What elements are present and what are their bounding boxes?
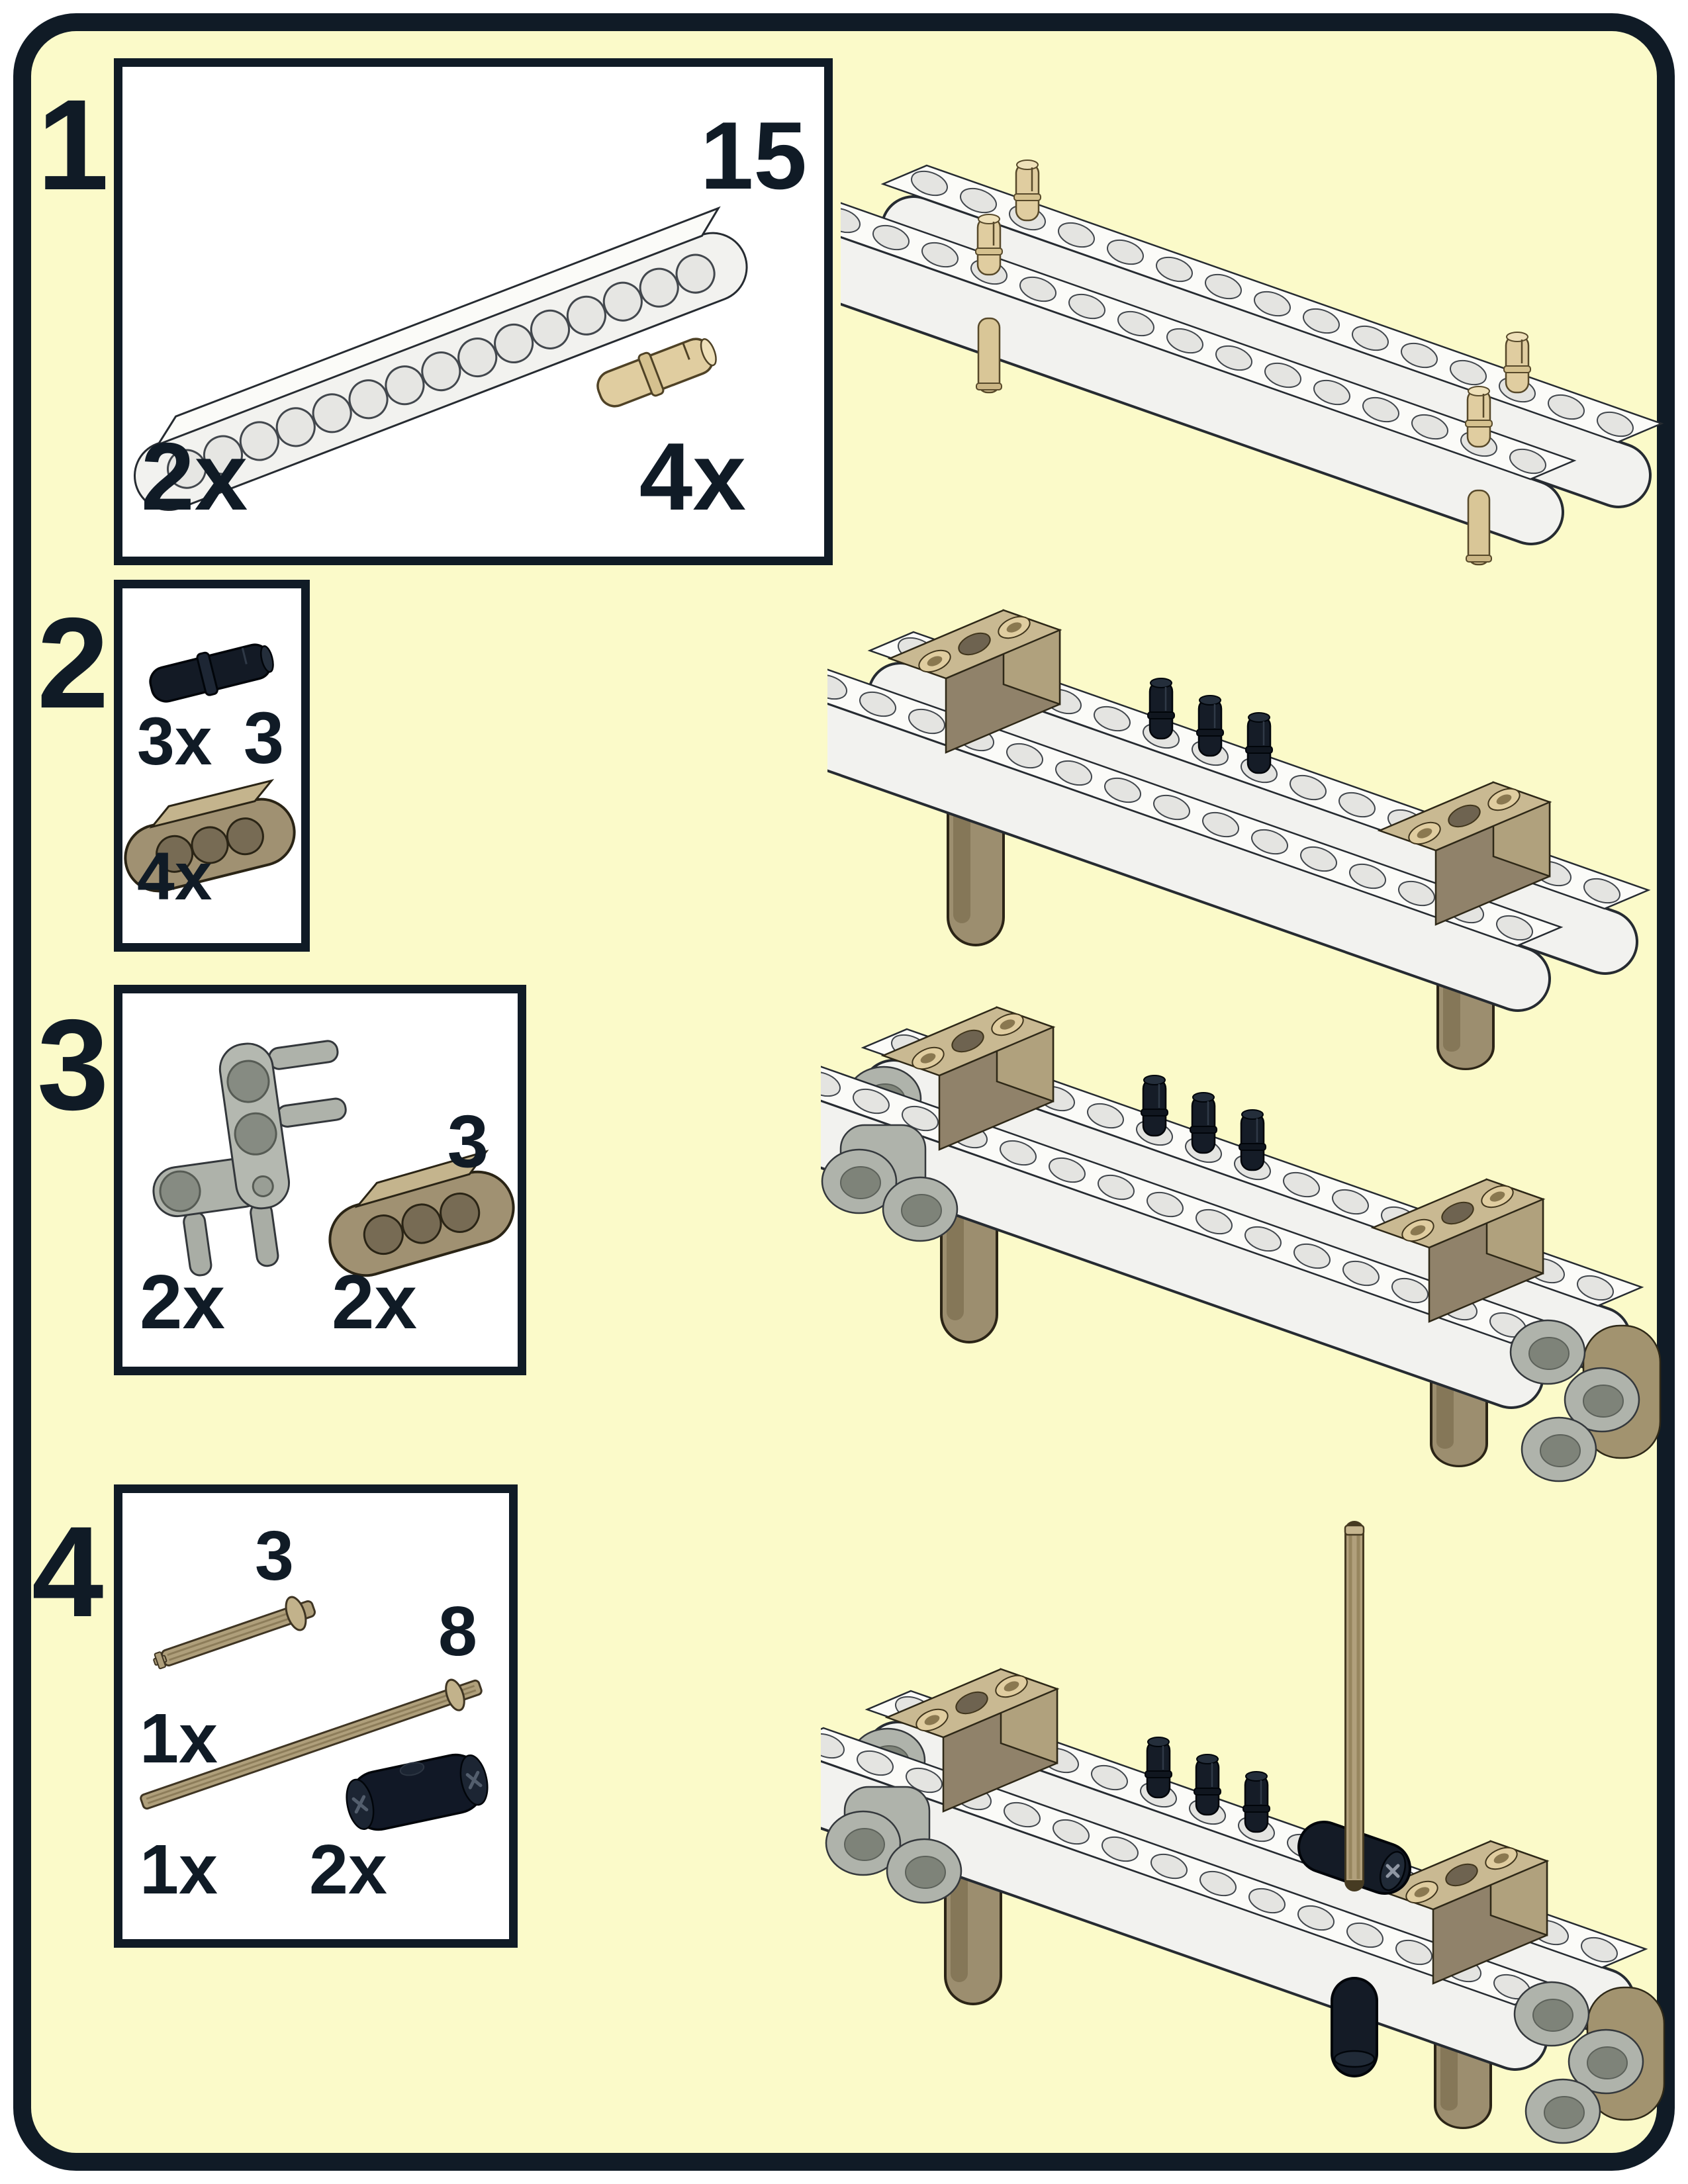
parts-box-step-3: 3 2x 2x <box>114 985 526 1375</box>
step-number-2: 2 <box>37 591 109 735</box>
axle-3-with-stop-illustration <box>153 1596 316 1670</box>
part-count-label: 2x <box>140 1259 226 1345</box>
dark-tan-beam-3-illustration <box>124 779 296 893</box>
axle-8-illustration <box>140 1678 483 1810</box>
part-length-label: 3 <box>243 698 284 779</box>
part-count-label: 3x <box>137 704 212 779</box>
gray-connector-illustration <box>152 1040 347 1277</box>
parts-box-step-1: 15 2x 4x <box>114 58 833 565</box>
dark-tan-beam-3-illustration <box>328 1150 515 1277</box>
part-count-label: 4x <box>137 839 212 914</box>
black-pin-illustration <box>149 643 274 703</box>
black-connector-illustration <box>346 1753 489 1831</box>
part-length-label: 8 <box>438 1592 477 1670</box>
part-length-label: 3 <box>255 1517 294 1595</box>
parts-art-step-1 <box>134 206 748 511</box>
beam-15-illustration <box>134 206 748 511</box>
part-count-label: 4x <box>639 423 746 530</box>
part-count-label: 2x <box>332 1259 418 1345</box>
parts-box-step-2: 3x 3 4x <box>114 580 310 952</box>
parts-box-step-4: 3 8 1x 1x 2x <box>114 1484 518 1948</box>
step-number-4: 4 <box>32 1500 104 1644</box>
part-count-label: 2x <box>309 1831 387 1909</box>
parts-art-step-2 <box>124 643 296 893</box>
assembly-illustration-step-4 <box>821 1479 1688 2144</box>
step-number-1: 1 <box>37 73 109 217</box>
parts-art-step-4 <box>140 1596 489 1831</box>
part-length-label: 15 <box>700 102 807 209</box>
parts-art-step-3 <box>152 1040 515 1277</box>
part-length-label: 3 <box>447 1100 489 1183</box>
assembly-illustration-step-3 <box>821 963 1688 1482</box>
step-number-3: 3 <box>37 993 109 1137</box>
part-count-label: 2x <box>141 423 248 530</box>
tan-pin-illustration <box>596 338 717 408</box>
part-count-label: 1x <box>140 1700 218 1778</box>
assembly-illustration-step-1 <box>841 99 1688 566</box>
part-count-label: 1x <box>140 1831 218 1909</box>
